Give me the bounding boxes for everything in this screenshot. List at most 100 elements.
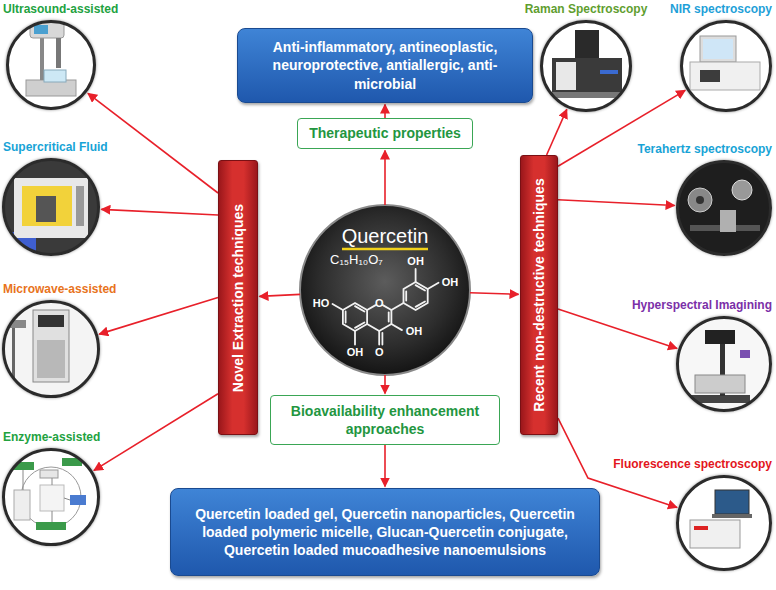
ultrasound-device bbox=[30, 22, 64, 38]
compound-text: C₁₅H₁₀O₇ bbox=[330, 253, 383, 267]
technique-heading: Ultrasound-assisted bbox=[3, 2, 118, 17]
summary-box: Anti-inflammatory, antineoplastic, neuro… bbox=[237, 28, 533, 103]
technique-circle: Supercritical Fluid bbox=[2, 158, 100, 256]
enzyme-process-chart bbox=[62, 458, 82, 466]
category-title: Novel Extraction techniques bbox=[230, 203, 247, 391]
terahertz-optics bbox=[688, 188, 712, 212]
compound-text: Quercetin bbox=[300, 225, 470, 247]
microwave-device bbox=[33, 310, 69, 382]
arrow-connector bbox=[99, 298, 218, 335]
enzyme-process-chart bbox=[40, 485, 64, 511]
technique-circle: Hyperspectral Imagining bbox=[676, 316, 772, 412]
technique-circle: NIR spectroscopy bbox=[680, 20, 772, 112]
terahertz-optics bbox=[696, 196, 704, 204]
arrow-connector bbox=[94, 394, 218, 471]
section-title: Therapeutic properties bbox=[309, 124, 461, 142]
chalkboard-disc bbox=[300, 205, 470, 375]
summary-box: Quercetin loaded gel, Quercetin nanopart… bbox=[170, 488, 600, 576]
connector-group bbox=[88, 90, 685, 507]
enzyme-process-chart bbox=[0, 446, 110, 556]
fluorescence-spectrometer bbox=[690, 520, 740, 548]
technique-heading: Supercritical Fluid bbox=[3, 140, 108, 155]
ultrasound-device bbox=[34, 25, 48, 34]
compound-circle: QuercetinC₁₅H₁₀O₇ bbox=[300, 205, 470, 375]
nir-spectrometer bbox=[690, 62, 760, 90]
atom-label: OH bbox=[407, 255, 424, 267]
supercritical-device bbox=[22, 186, 72, 226]
section-title: Bioavailability enhancement approaches bbox=[279, 402, 491, 438]
fluorescence-spectrometer bbox=[715, 490, 749, 514]
arrow-connector bbox=[384, 151, 386, 206]
supercritical-device bbox=[76, 186, 84, 226]
enzyme-process-chart bbox=[36, 522, 66, 530]
hyperspectral-camera bbox=[705, 330, 735, 344]
nir-spectrometer bbox=[700, 36, 736, 62]
arrow-connector bbox=[558, 309, 677, 348]
arrow-connector bbox=[384, 445, 386, 487]
nir-spectrometer bbox=[678, 18, 776, 118]
terahertz-optics bbox=[720, 210, 736, 232]
atom-label: OH bbox=[347, 346, 364, 358]
category-title: Recent non-destructive techniques bbox=[531, 178, 548, 411]
terahertz-optics bbox=[732, 180, 752, 200]
molecule-structure bbox=[333, 269, 439, 345]
fluorescence-spectrometer bbox=[694, 526, 708, 530]
supercritical-device bbox=[14, 178, 88, 238]
enzyme-process-chart bbox=[0, 446, 110, 556]
technique-circle: Fluorescence spectroscopy bbox=[676, 475, 772, 571]
technique-heading: Fluorescence spectroscopy bbox=[613, 457, 772, 472]
fluorescence-spectrometer bbox=[674, 473, 774, 573]
technique-circle: Enzyme-assisted bbox=[2, 448, 100, 546]
molecule-structure bbox=[406, 285, 425, 307]
raman-spectrometer bbox=[538, 18, 638, 118]
technique-circle: Microwave-assisted bbox=[2, 300, 100, 398]
atom-label: O bbox=[375, 297, 384, 309]
molecule-structure bbox=[333, 269, 439, 345]
enzyme-process-chart bbox=[23, 470, 70, 522]
supercritical-device bbox=[0, 155, 110, 265]
technique-circle: Ultrasound-assisted bbox=[6, 20, 96, 110]
raman-spectrometer bbox=[575, 30, 599, 62]
raman-spectrometer bbox=[556, 62, 576, 90]
arrow-connector bbox=[470, 293, 519, 295]
arrow-connector bbox=[547, 109, 567, 155]
enzyme-process-chart bbox=[70, 495, 86, 505]
raman-spectrometer bbox=[552, 58, 622, 94]
technique-circle: Raman Spectroscopy bbox=[540, 20, 632, 112]
hyperspectral-camera bbox=[674, 314, 774, 414]
arrow-connector bbox=[101, 209, 218, 215]
enzyme-process-chart bbox=[12, 462, 34, 470]
raman-spectrometer bbox=[550, 92, 624, 98]
raman-spectrometer bbox=[538, 18, 638, 118]
microwave-device bbox=[37, 340, 65, 378]
technique-heading: Hyperspectral Imagining bbox=[632, 298, 772, 313]
ultrasound-device bbox=[44, 70, 66, 82]
microwave-device bbox=[38, 315, 64, 327]
terahertz-optics bbox=[674, 158, 774, 258]
nir-spectrometer bbox=[703, 39, 733, 59]
molecule-structure bbox=[391, 303, 403, 310]
atom-label: O bbox=[375, 346, 384, 358]
chalkboard-disc bbox=[300, 205, 470, 375]
arrow-connector bbox=[558, 200, 675, 206]
section-box: Therapeutic properties bbox=[297, 118, 473, 149]
summary-text: Quercetin loaded gel, Quercetin nanopart… bbox=[181, 505, 589, 560]
technique-heading: Raman Spectroscopy bbox=[525, 2, 648, 17]
atom-label: OH bbox=[442, 276, 459, 288]
atom-label: HO bbox=[313, 297, 330, 309]
microwave-device bbox=[0, 298, 110, 408]
hyperspectral-camera bbox=[674, 314, 774, 414]
ultrasound-device bbox=[0, 15, 110, 125]
hyperspectral-camera bbox=[695, 375, 745, 393]
ultrasound-device bbox=[0, 15, 110, 125]
section-box: Bioavailability enhancement approaches bbox=[270, 395, 500, 445]
chalkboard-disc bbox=[342, 248, 428, 251]
raman-spectrometer bbox=[600, 70, 618, 74]
fluorescence-spectrometer bbox=[674, 473, 774, 573]
hyperspectral-camera bbox=[690, 395, 750, 403]
technique-heading: Enzyme-assisted bbox=[3, 430, 100, 445]
fluorescence-spectrometer bbox=[712, 514, 752, 518]
enzyme-process-chart bbox=[14, 490, 30, 520]
nir-spectrometer bbox=[678, 18, 776, 118]
